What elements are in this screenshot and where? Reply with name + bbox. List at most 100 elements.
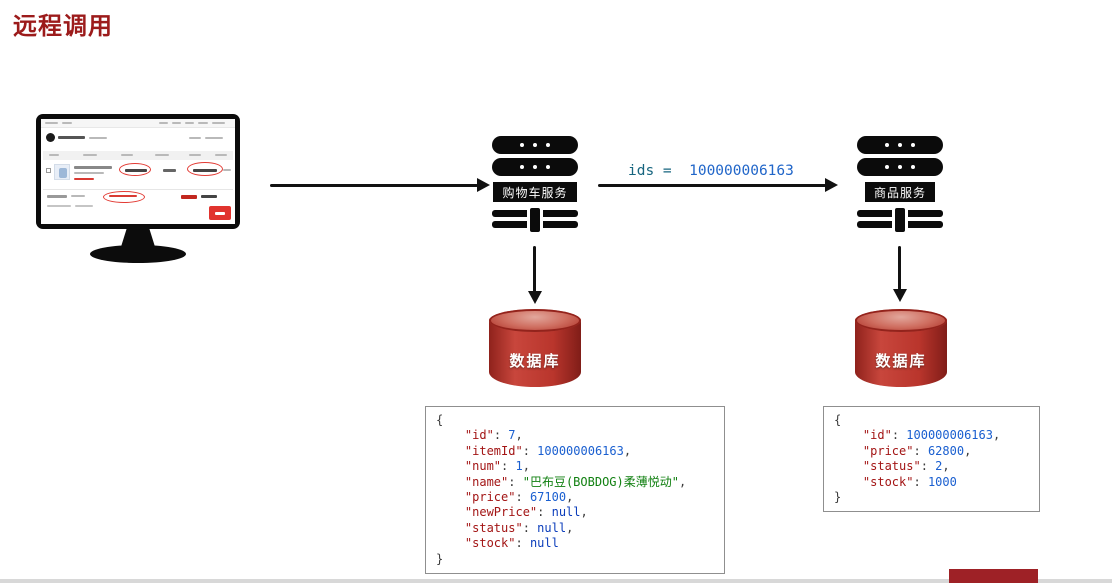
footer-text-placeholder — [71, 195, 85, 197]
product-spec-placeholder — [74, 172, 104, 174]
text-placeholder — [205, 137, 223, 139]
arrow-head — [477, 178, 490, 192]
product-image-placeholder — [59, 168, 67, 178]
quantity-placeholder — [163, 169, 176, 172]
site-title-placeholder — [58, 136, 85, 139]
cart-table-header — [43, 151, 233, 160]
arrow-head — [825, 178, 838, 192]
column-placeholder — [215, 154, 227, 156]
server-dot — [898, 143, 902, 147]
watermark-logo — [949, 569, 1038, 583]
code-line: "newPrice": null, — [464, 505, 588, 520]
total-text-placeholder — [201, 195, 217, 198]
server-dot — [898, 165, 902, 169]
server-bar — [492, 136, 578, 154]
arrow-cart-to-product-service — [598, 184, 826, 187]
page-title: 远程调用 — [13, 12, 113, 40]
monitor-bezel — [36, 114, 240, 229]
server-post — [895, 208, 905, 232]
ids-parameter-label: ids = 100000006163 — [628, 163, 794, 179]
code-line: "status": 2, — [862, 459, 950, 474]
server-dot — [546, 143, 550, 147]
text-placeholder — [198, 122, 208, 124]
red-annotation-oval — [119, 163, 151, 176]
red-annotation-oval — [187, 162, 223, 176]
monitor-stand — [120, 227, 156, 250]
footer-text-placeholder — [47, 205, 71, 207]
db-cylinder-top — [855, 309, 947, 332]
product-thumbnail — [54, 164, 70, 180]
cart-database-icon: 数据库 — [489, 309, 581, 391]
server-dot — [885, 143, 889, 147]
column-placeholder — [83, 154, 97, 156]
server-dot — [533, 165, 537, 169]
db-cylinder-top — [489, 309, 581, 332]
server-post — [530, 208, 540, 232]
server-rack-base — [492, 208, 578, 238]
total-price-placeholder — [181, 195, 197, 199]
monitor — [36, 114, 240, 274]
product-service-icon: 商品服务 — [857, 136, 943, 238]
code-line: "num": 1, — [464, 459, 530, 474]
monitor-base — [90, 245, 186, 263]
server-rack-base — [857, 208, 943, 238]
server-bar — [492, 158, 578, 176]
text-placeholder — [172, 122, 181, 124]
column-placeholder — [49, 154, 59, 156]
ids-value: 100000006163 — [689, 163, 794, 179]
cart-service-label: 购物车服务 — [493, 182, 577, 202]
monitor-screen — [41, 119, 235, 224]
checkout-button — [209, 206, 231, 220]
text-placeholder — [89, 137, 107, 139]
code-line: { — [436, 413, 444, 427]
column-placeholder — [189, 154, 201, 156]
code-line: "name": "巴布豆(BOBDOG)柔薄悦动", — [464, 474, 687, 489]
column-placeholder — [155, 154, 169, 156]
server-bar — [857, 158, 943, 176]
code-line: } — [436, 551, 444, 566]
arrow-cart-service-to-db — [533, 246, 536, 292]
code-line: { — [834, 413, 842, 427]
red-annotation-oval — [103, 191, 145, 203]
divider — [43, 189, 233, 190]
cart-database-label: 数据库 — [509, 353, 561, 370]
text-placeholder — [212, 122, 225, 124]
server-dot — [885, 165, 889, 169]
server-dot — [520, 165, 524, 169]
footer-text-placeholder — [47, 195, 67, 198]
product-json-block: { "id": 100000006163, "price": 62800, "s… — [823, 406, 1040, 513]
promo-text-placeholder — [74, 178, 94, 180]
text-placeholder — [185, 122, 194, 124]
code-line: "id": 7, — [464, 428, 523, 443]
product-name-placeholder — [74, 166, 112, 169]
delete-placeholder — [223, 169, 231, 171]
server-dot — [546, 165, 550, 169]
server-dot — [911, 165, 915, 169]
column-placeholder — [121, 154, 133, 156]
button-text-placeholder — [215, 212, 225, 215]
code-line: "status": null, — [464, 520, 574, 535]
cart-item-json-block: { "id": 7, "itemId": 100000006163, "num"… — [425, 406, 725, 575]
arrow-head — [528, 291, 542, 304]
text-placeholder — [159, 122, 168, 124]
text-placeholder — [62, 122, 72, 124]
arrow-head — [893, 289, 907, 302]
text-placeholder — [45, 122, 58, 124]
ids-key: ids = — [628, 163, 690, 179]
slide-bottom-edge — [0, 579, 1112, 583]
browser-top-bar — [41, 119, 235, 128]
cart-service-icon: 购物车服务 — [492, 136, 578, 238]
row-checkbox — [46, 168, 51, 173]
footer-text-placeholder — [75, 205, 93, 207]
code-line: "id": 100000006163, — [862, 428, 1001, 443]
server-dot — [520, 143, 524, 147]
code-line: "price": 67100, — [464, 490, 574, 505]
arrow-monitor-to-cart-service — [270, 184, 478, 187]
server-dot — [911, 143, 915, 147]
site-logo — [46, 133, 55, 142]
code-line: "itemId": 100000006163, — [464, 443, 632, 458]
server-bar — [857, 136, 943, 154]
code-line: "price": 62800, — [862, 443, 972, 458]
server-dot — [533, 143, 537, 147]
